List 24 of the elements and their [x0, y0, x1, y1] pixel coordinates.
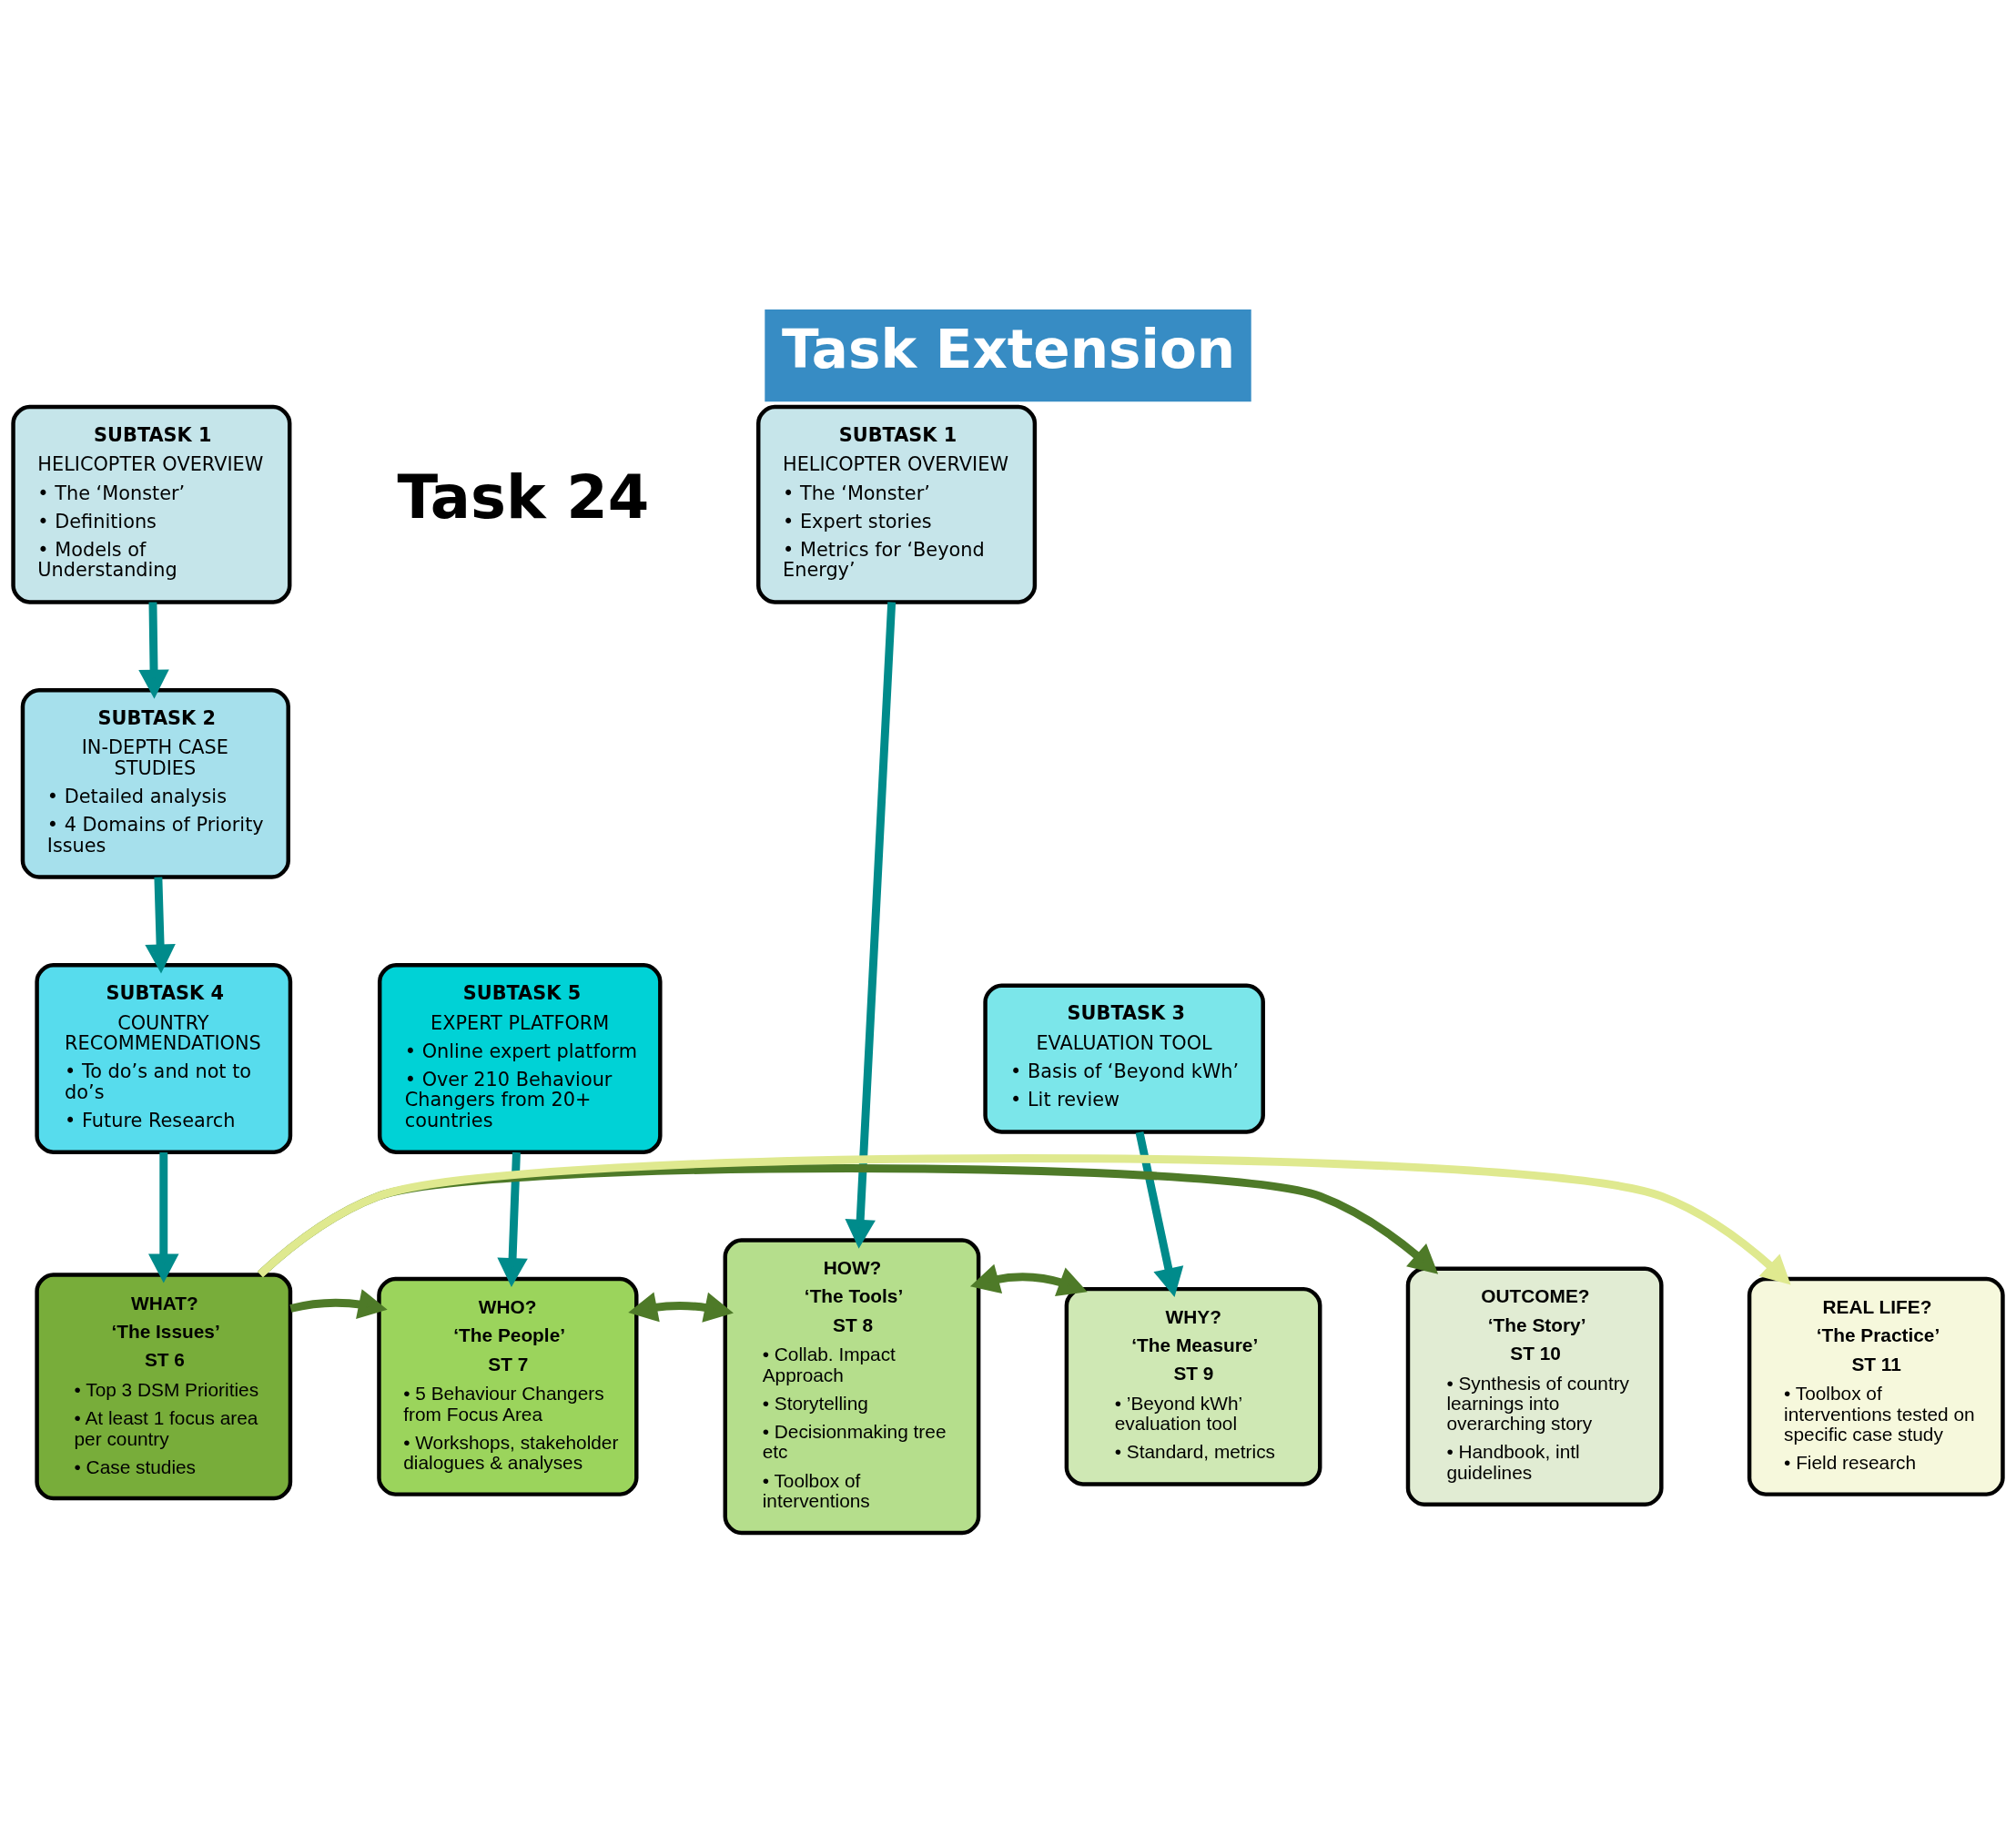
arrow: [289, 1288, 388, 1319]
label: Task 24: [397, 462, 650, 532]
node-box: SUBTASK 5 EXPERT PLATFORM • Online expert platform • Over 210 Behaviour Changers from 20+ countries: [377, 962, 663, 1154]
node-box: SUBTASK 1 HELICOPTER OVERVIEW • The ‘Monster’ • Expert stories • Metrics for ‘Beyond Energy’: [756, 404, 1038, 604]
arrow: [497, 1151, 528, 1287]
diagram-title: Task Extension: [781, 317, 1236, 380]
node-box: WHO? ‘The People’ ST 7 • 5 Behaviour Changers from Focus Area • Workshops, stakeholder dialogues & analyses: [377, 1276, 639, 1496]
arrow: [1135, 1131, 1184, 1297]
arrow: [138, 601, 169, 699]
node-box: SUBTASK 4 COUNTRY RECOMMENDATIONS • To do’s and not to do’s • Future Research: [35, 962, 293, 1154]
node-box: SUBTASK 3 EVALUATION TOOL • Basis of ‘Beyond kWh’ • Lit review: [983, 982, 1265, 1134]
node-box: WHY? ‘The Measure’ ST 9 • ’Beyond kWh’ evaluation tool • Standard, metrics: [1064, 1286, 1322, 1486]
arrow: [969, 1263, 1088, 1296]
node-box: SUBTASK 2 IN-DEPTH CASE STUDIES • Detailed analysis • 4 Domains of Priority Issues: [20, 687, 290, 879]
arrow: [628, 1291, 734, 1323]
arrow: [148, 1151, 179, 1283]
node-box: OUTCOME? ‘The Story’ ST 10 • Synthesis of country learnings into overarching story • Handbook, intl guidelines: [1405, 1266, 1664, 1506]
arrow: [845, 601, 897, 1249]
arrow: [257, 1153, 1791, 1284]
node-box: HOW? ‘The Tools’ ST 8 • Collab. Impact Approach • Storytelling • Decisionmaking tree etc • Toolbox of interventions: [723, 1237, 981, 1535]
arrow: [145, 877, 176, 973]
node-box: REAL LIFE? ‘The Practice’ ST 11 • Toolbox of interventions tested on specific case study • Field research: [1747, 1276, 2005, 1496]
node-box: SUBTASK 1 HELICOPTER OVERVIEW • The ‘Monster’ • Definitions • Models of Understanding: [11, 404, 292, 604]
node-box: WHAT? ‘The Issues’ ST 6 • Top 3 DSM Priorities • At least 1 focus area per country • Case studies: [35, 1272, 293, 1500]
